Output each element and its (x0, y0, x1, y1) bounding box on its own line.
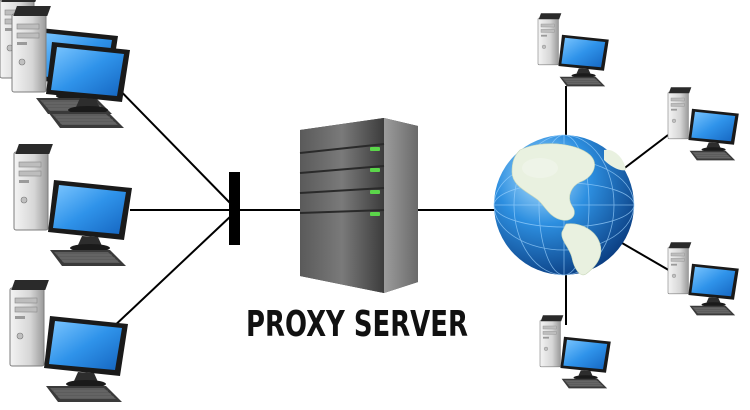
link-globe-client-lower-right (621, 242, 673, 273)
server-led-3 (370, 190, 380, 194)
client-computer-right-upper (667, 86, 740, 161)
client-computer-left-middle (13, 143, 133, 267)
server-led-4 (370, 212, 380, 216)
server-status-leds (370, 147, 380, 216)
client-computer-right-lower (667, 241, 740, 316)
link-client-bottom-firewall (109, 214, 233, 331)
link-client-top-firewall (104, 74, 233, 206)
client-computer-right-bottom (539, 314, 612, 389)
globe-icon (493, 134, 635, 276)
server-rack-icon (299, 118, 418, 293)
connection-lines (104, 74, 673, 331)
diagram-caption: PROXY SERVER (246, 304, 468, 345)
firewall-bar-icon (229, 172, 240, 245)
link-globe-client-upper-right (621, 134, 669, 171)
server-led-1 (370, 147, 380, 151)
client-computer-left-top (11, 5, 131, 129)
client-computer-right-top (537, 12, 610, 87)
server-led-2 (370, 168, 380, 172)
client-computer-left-bottom (9, 279, 129, 403)
